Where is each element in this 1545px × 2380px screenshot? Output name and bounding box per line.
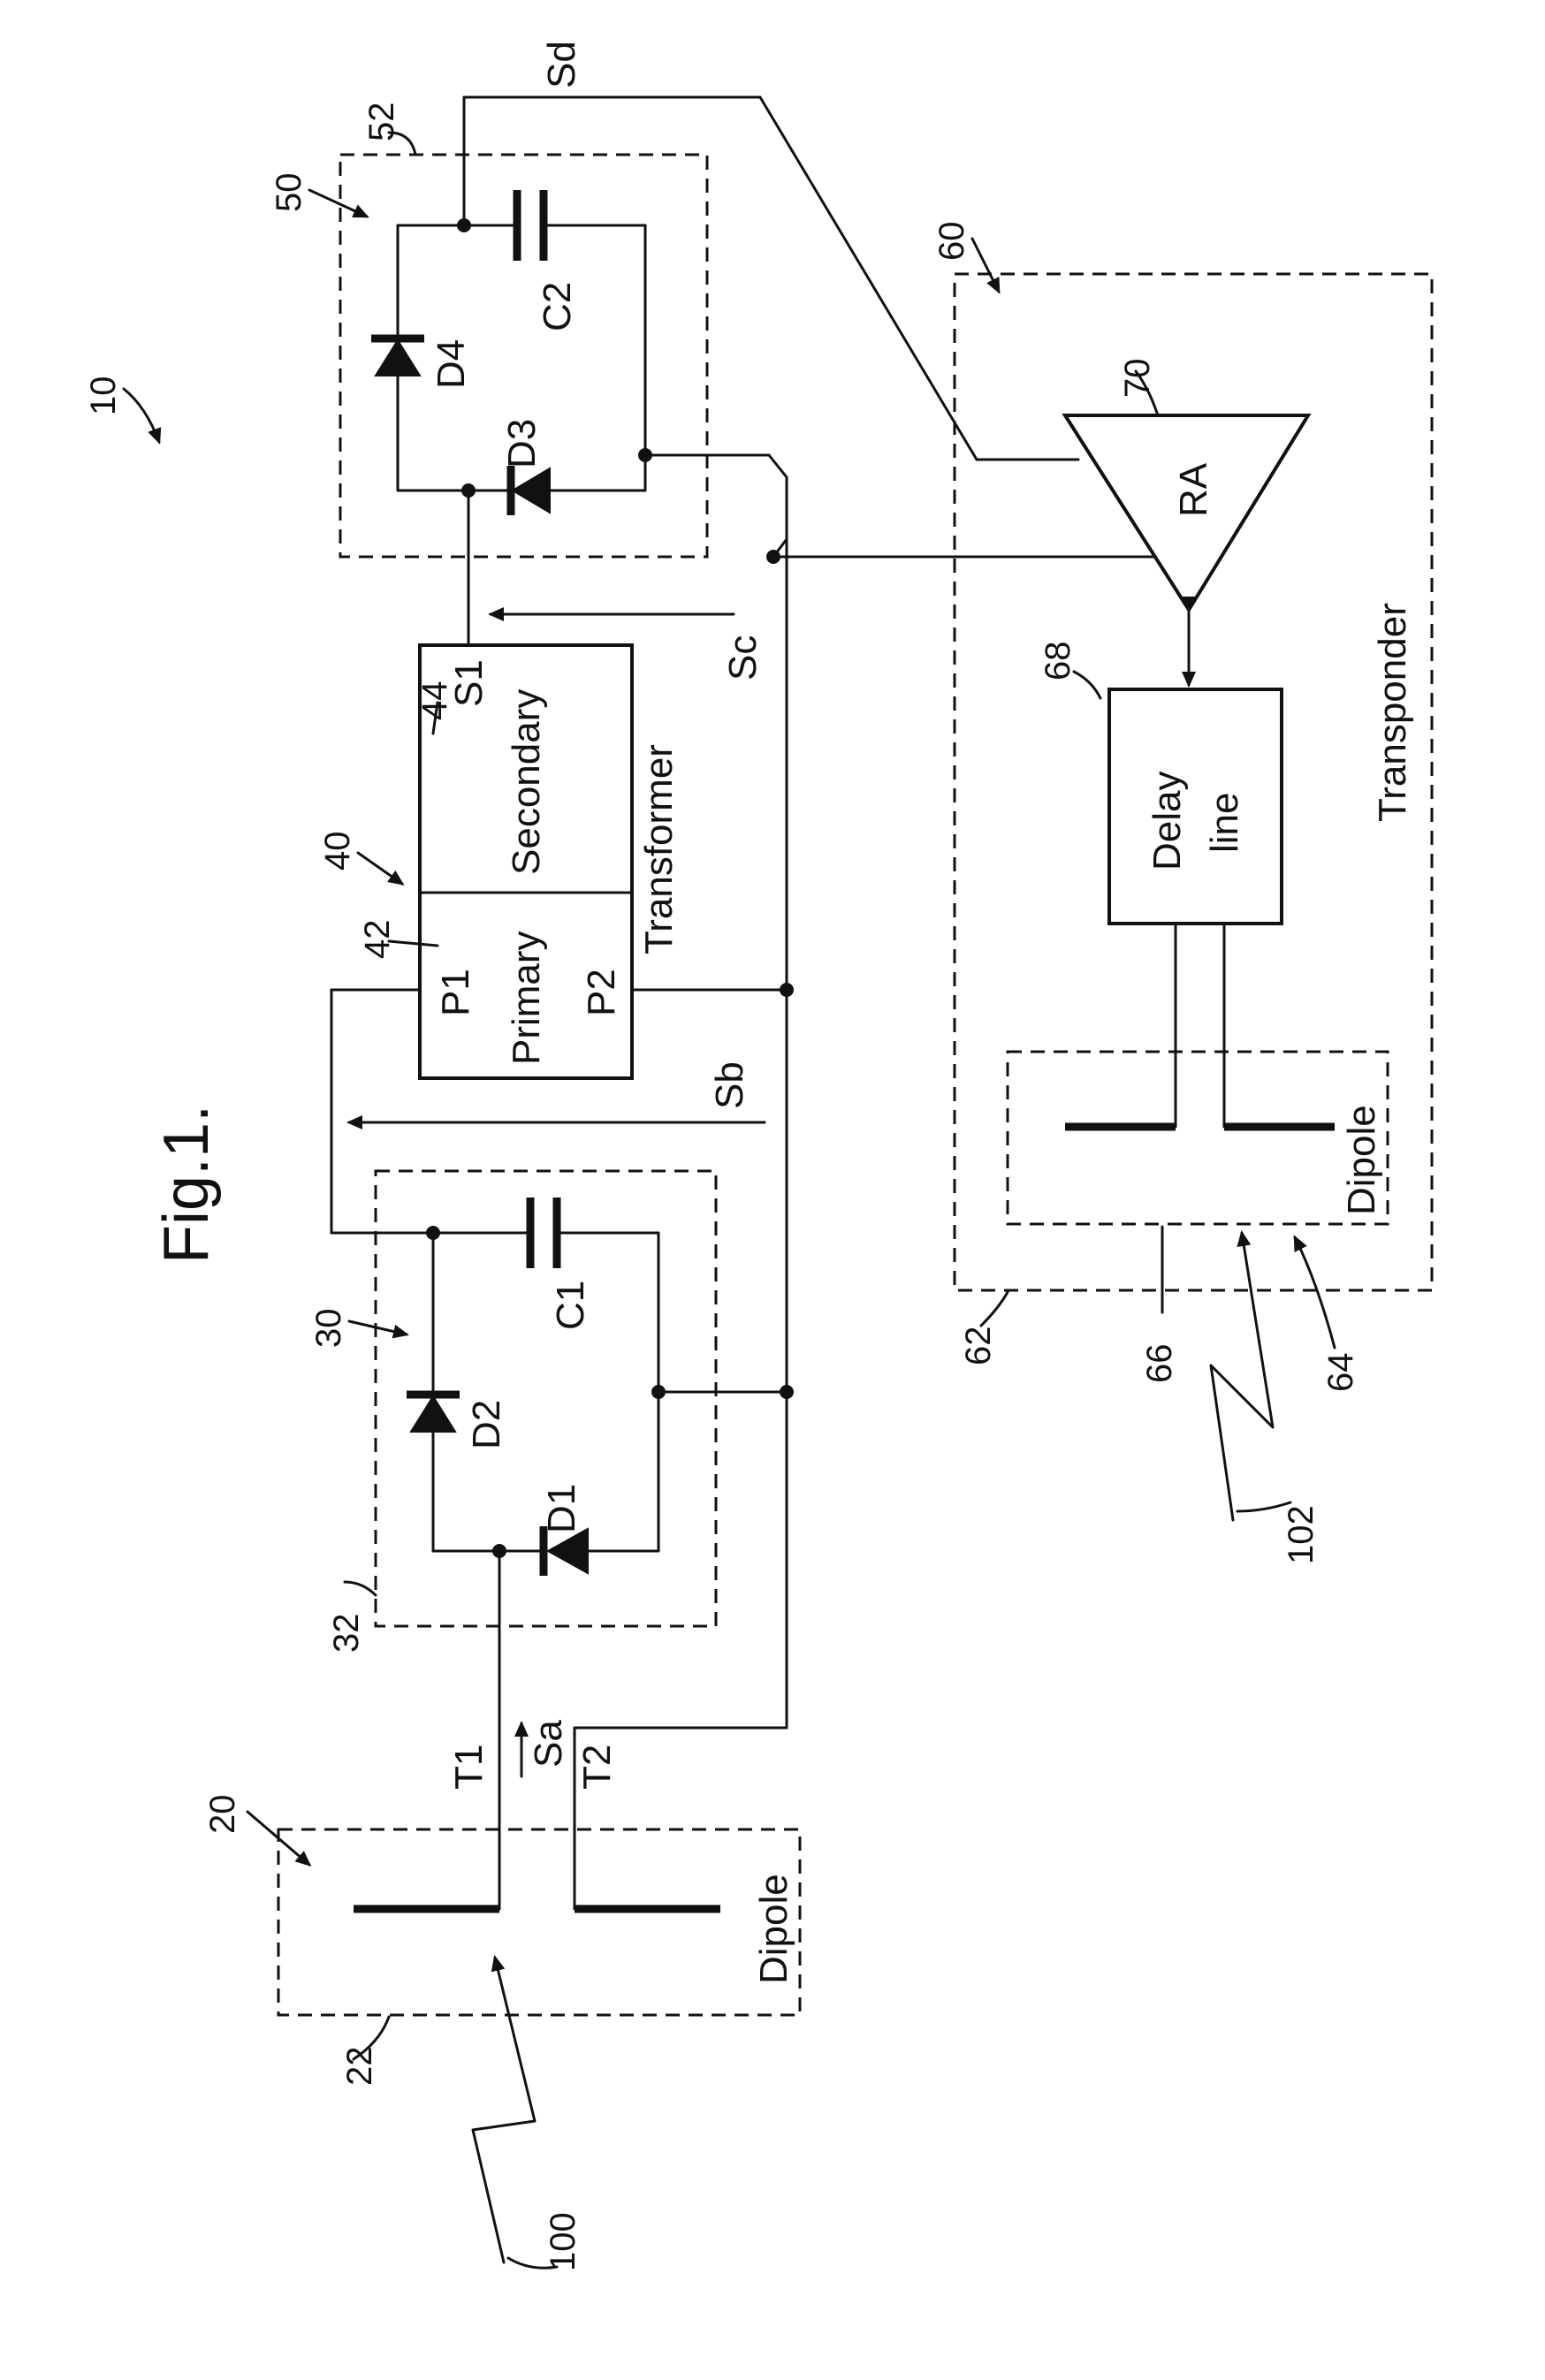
label-d2: D2 <box>465 1400 508 1449</box>
ref-rectifier-1-box-leader <box>345 1582 376 1595</box>
receive-antenna-box <box>278 1829 800 2015</box>
signal-sd: Sd <box>540 41 583 88</box>
label-secondary: Secondary <box>505 689 548 875</box>
signal-sc: Sc <box>721 635 765 681</box>
ref-transponder-box-leader <box>981 1292 1008 1326</box>
ref-transponder-box: 62 <box>959 1327 998 1366</box>
ref-amplifier: 70 <box>1118 359 1157 399</box>
signal-sb: Sb <box>708 1061 751 1109</box>
ref-returned-signal: 102 <box>1282 1505 1320 1564</box>
terminal-p2: P2 <box>580 969 623 1016</box>
delay-line-box[interactable] <box>1109 689 1282 924</box>
ref-system: 10 <box>84 376 123 416</box>
d2-diode[interactable] <box>411 1396 455 1432</box>
figure-title: Fig.1. <box>151 1105 222 1264</box>
ref-transponder-antenna: 64 <box>1321 1353 1360 1393</box>
d1-diode[interactable] <box>548 1529 588 1573</box>
transponder-antenna-box <box>1008 1052 1388 1224</box>
label-d4: D4 <box>430 339 473 389</box>
ref-primary: 42 <box>358 920 397 960</box>
node-t1 <box>492 1544 506 1558</box>
node-s1 <box>461 483 476 498</box>
ref-system-arrow <box>124 389 159 442</box>
dipole-2-label: Dipole <box>1340 1105 1383 1215</box>
rect2-return-b <box>769 455 787 477</box>
terminal-t1: T1 <box>447 1745 491 1790</box>
signal-sa: Sa <box>527 1720 570 1768</box>
ref-incoming-signal: 100 <box>544 2212 582 2271</box>
ref-transponder-antenna-arrow <box>1295 1237 1335 1348</box>
label-primary: Primary <box>505 931 548 1065</box>
label-delay-line-1: Delay <box>1145 772 1189 871</box>
terminal-p1: P1 <box>434 969 477 1016</box>
d4-diode[interactable] <box>376 340 420 376</box>
label-d3: D3 <box>500 419 544 468</box>
label-c1: C1 <box>549 1281 592 1330</box>
ref-rectifier-2: 50 <box>270 173 308 213</box>
label-c2: C2 <box>536 282 579 331</box>
dipole-1-label: Dipole <box>752 1874 795 1984</box>
ref-receive-antenna: 20 <box>203 1795 242 1835</box>
ref-rectifier-2-box: 52 <box>362 103 401 142</box>
node-common-rail-1 <box>780 1385 794 1399</box>
label-transformer: Transformer <box>637 744 681 954</box>
ref-delay-line: 68 <box>1039 642 1077 681</box>
ref-rectifier-1-box: 32 <box>327 1614 366 1654</box>
ref-receive-antenna-box: 22 <box>340 2047 379 2087</box>
ref-transponder-arrow <box>972 239 999 292</box>
ref-transponder-antenna-lead: 66 <box>1140 1344 1179 1384</box>
d3-diode[interactable] <box>513 468 550 513</box>
ref-rectifier-1: 30 <box>309 1309 348 1349</box>
ref-rectifier-2-arrow <box>309 190 367 217</box>
label-transponder: Transponder <box>1371 603 1414 822</box>
ref-transformer: 40 <box>318 832 357 871</box>
ref-transformer-arrow <box>358 853 402 884</box>
sd-lead-diagonal <box>760 97 977 460</box>
common-rail-join <box>773 539 787 557</box>
ref-transponder: 60 <box>932 222 971 262</box>
label-delay-line-2: line <box>1203 793 1246 854</box>
label-ra: RA <box>1172 462 1215 517</box>
incoming-signal-100 <box>473 1958 535 2262</box>
label-d1: D1 <box>540 1484 583 1533</box>
ref-delay-line-leader <box>1074 672 1100 698</box>
ref-rectifier-1-arrow <box>349 1321 407 1334</box>
returned-signal-102 <box>1211 1233 1273 1520</box>
terminal-t2: T2 <box>575 1745 619 1790</box>
